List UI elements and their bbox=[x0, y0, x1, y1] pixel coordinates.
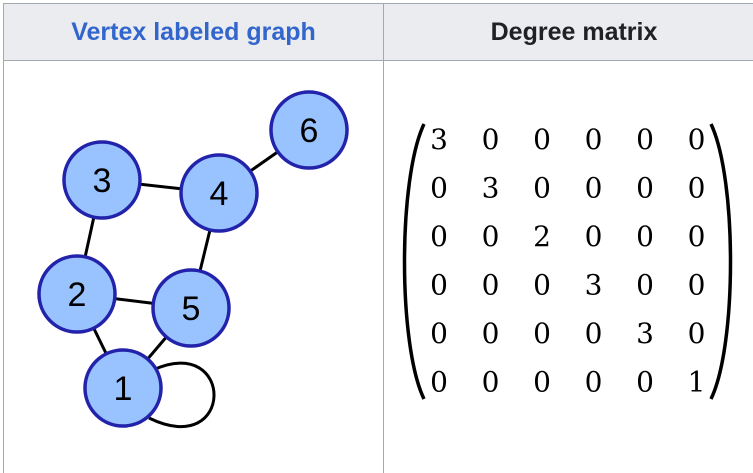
matrix-cell-3-3: 2 bbox=[533, 220, 551, 253]
matrix-cell-3-5: 0 bbox=[636, 220, 654, 253]
matrix-cell-6-6: 1 bbox=[688, 366, 706, 399]
matrix-cell-2-5: 0 bbox=[636, 172, 654, 205]
vertex-1: 1 bbox=[83, 348, 163, 428]
matrix-cell-5-5: 3 bbox=[636, 317, 654, 350]
matrix-cell-3-4: 0 bbox=[585, 220, 603, 253]
matrix-cell-4-3: 0 bbox=[533, 269, 551, 302]
matrix-cell-4-4: 3 bbox=[585, 269, 603, 302]
matrix-cell-5-2: 0 bbox=[482, 317, 500, 350]
vertex-6: 6 bbox=[269, 90, 349, 170]
matrix-cell-2-1: 0 bbox=[430, 172, 448, 205]
matrix-cell-2-3: 0 bbox=[533, 172, 551, 205]
matrix-cell-3-6: 0 bbox=[688, 220, 706, 253]
self-loop-1 bbox=[148, 361, 216, 428]
matrix-cell-4-6: 0 bbox=[688, 269, 706, 302]
vertex-5: 5 bbox=[151, 268, 231, 348]
matrix-cell-5-1: 0 bbox=[430, 317, 448, 350]
matrix-cell-3-1: 0 bbox=[430, 220, 448, 253]
right-paren bbox=[709, 123, 733, 400]
vertex-2: 2 bbox=[37, 254, 117, 334]
degree-matrix-header: Degree matrix bbox=[384, 4, 753, 61]
matrix-cell-4-1: 0 bbox=[430, 269, 448, 302]
vertex-3: 3 bbox=[62, 140, 142, 220]
matrix-cell-2-4: 0 bbox=[585, 172, 603, 205]
matrix-cell-3-2: 0 bbox=[482, 220, 500, 253]
vertex-label-5: 5 bbox=[182, 290, 201, 328]
matrix-cell-2-6: 0 bbox=[688, 172, 706, 205]
matrix-cell-4-2: 0 bbox=[482, 269, 500, 302]
vertex-label-6: 6 bbox=[300, 112, 319, 150]
vertex-4: 4 bbox=[179, 153, 259, 233]
left-paren bbox=[402, 123, 426, 400]
matrix-cell-5-3: 0 bbox=[533, 317, 551, 350]
matrix-cell-1-4: 0 bbox=[585, 123, 603, 156]
matrix-cell-1-2: 0 bbox=[482, 123, 500, 156]
matrix-cell-6-3: 0 bbox=[533, 366, 551, 399]
matrix-cell-5-6: 0 bbox=[688, 317, 706, 350]
vertex-labeled-graph-link[interactable]: Vertex labeled graph bbox=[4, 4, 384, 61]
matrix-cell-1-6: 0 bbox=[688, 123, 706, 156]
vertex-label-3: 3 bbox=[93, 162, 112, 200]
matrix-cell-4-5: 0 bbox=[636, 269, 654, 302]
matrix-cell-1-3: 0 bbox=[533, 123, 551, 156]
matrix-cell-2-2: 3 bbox=[482, 172, 500, 205]
matrix-cell-1-5: 0 bbox=[636, 123, 654, 156]
graph-diagram: 1 2 3 4 5 6 bbox=[37, 90, 349, 428]
graph-cell: 1 2 3 4 5 6 bbox=[4, 61, 384, 473]
matrix-cell-1-1: 3 bbox=[430, 123, 448, 156]
matrix-cell-6-5: 0 bbox=[636, 366, 654, 399]
vertex-label-1: 1 bbox=[114, 370, 133, 408]
matrix-cell-6-2: 0 bbox=[482, 366, 500, 399]
matrix-cell-5-4: 0 bbox=[585, 317, 603, 350]
matrix-cell-6-1: 0 bbox=[430, 366, 448, 399]
matrix-cell-6-4: 0 bbox=[585, 366, 603, 399]
vertex-label-4: 4 bbox=[210, 175, 229, 213]
vertex-label-2: 2 bbox=[68, 276, 87, 314]
